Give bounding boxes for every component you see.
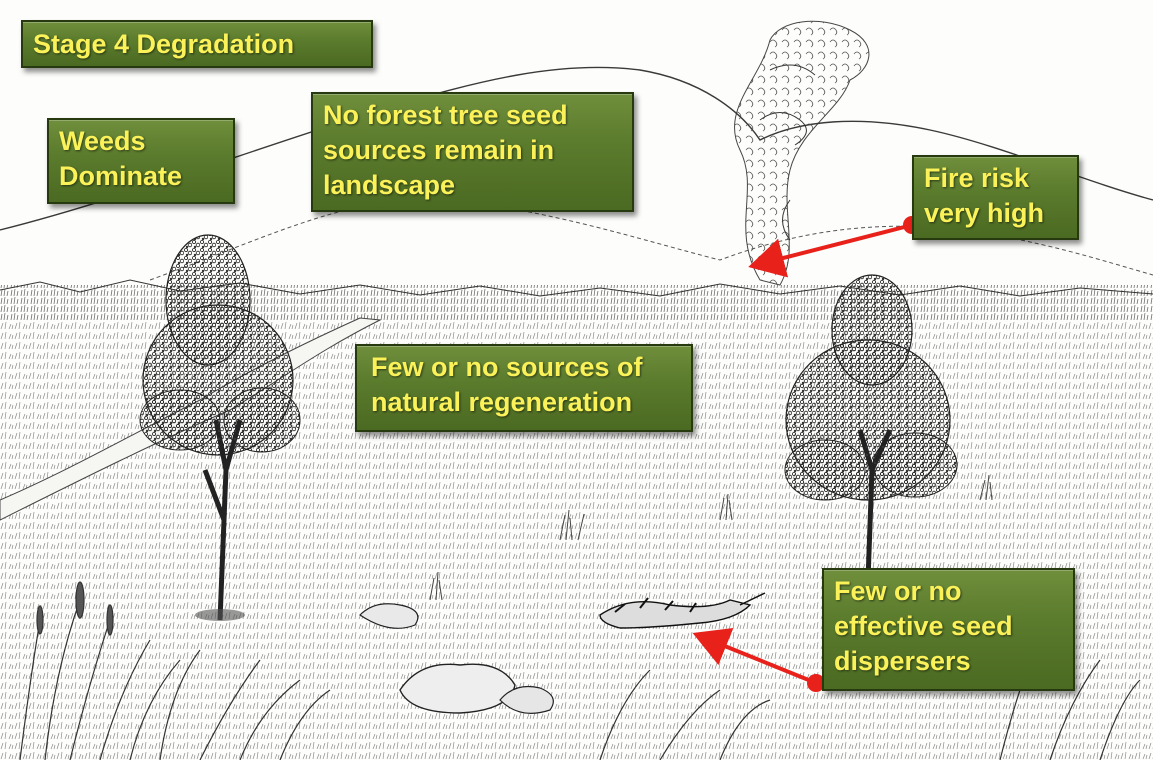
seed-sources-label: No forest tree seed sources remain in la… — [311, 92, 634, 212]
weeds-dominate-label: Weeds Dominate — [47, 118, 235, 204]
seed-dispersers-label: Few or no effective seed dispersers — [822, 568, 1075, 691]
natural-regeneration-label: Few or no sources of natural regeneratio… — [355, 344, 693, 432]
stage-title-label: Stage 4 Degradation — [21, 20, 373, 68]
fire-risk-label: Fire risk very high — [912, 155, 1079, 240]
